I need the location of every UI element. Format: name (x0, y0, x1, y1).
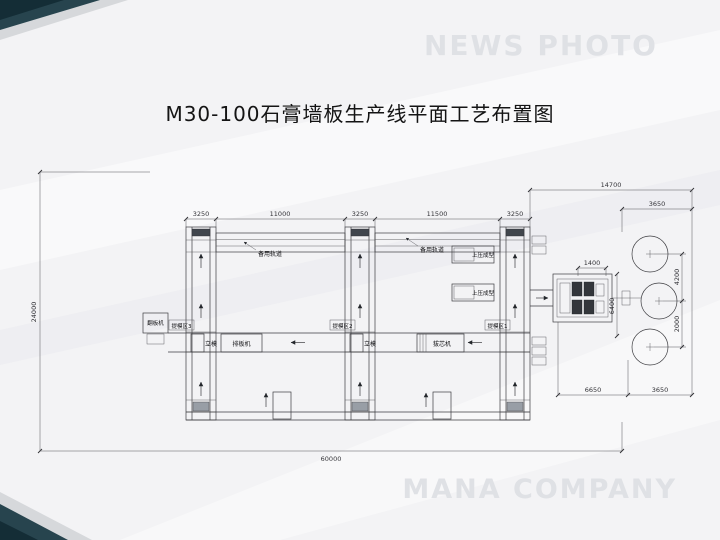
dim-6650: 6650 (585, 386, 602, 394)
press-forming-unit-1: 上压成型 (451, 245, 495, 264)
dim-11500: 11500 (427, 210, 448, 218)
corner-triangle-top-left-dark (0, 0, 64, 20)
dim-4200: 4200 (673, 269, 681, 286)
bottom-track (186, 411, 530, 421)
bottom-mold-box-2 (423, 391, 452, 420)
drawing-title: M30-100石膏墙板生产线平面工艺布置图 (165, 102, 555, 126)
dim-3250-2: 3250 (352, 210, 369, 218)
label-vertical-mold-2: 立模 (364, 340, 376, 348)
core-pulling-machine: 拔芯机 (416, 333, 465, 353)
silo-circle-2 (640, 282, 678, 320)
flip-plate-machine: 翻板机 (142, 312, 169, 345)
dim-2000: 2000 (673, 316, 681, 333)
bottom-mold-box-1 (263, 391, 292, 420)
label-spare-track-2: 备用轨道 (420, 246, 444, 254)
diagonal-band (0, 30, 720, 270)
dim-11000: 11000 (270, 210, 291, 218)
press-forming-unit-2: 上压成型 (451, 283, 495, 302)
lift-tower-3 (499, 226, 547, 421)
mold-lift-area-1: 提模区1 (484, 319, 511, 331)
dim-3650-bottom: 3650 (652, 386, 669, 394)
vertical-mold-2: 立模 (349, 333, 376, 353)
silo-circle-3 (631, 328, 669, 366)
label-mold-area-2: 提模区2 (333, 322, 353, 330)
silo-circle-1 (631, 235, 669, 273)
mold-lift-area-3: 提模区3 (168, 319, 195, 331)
dim-3250-3: 3250 (507, 210, 524, 218)
label-spare-track-1: 备用轨道 (258, 250, 282, 258)
watermark-mana-company: MANA COMPANY (402, 474, 677, 505)
label-press-forming-2: 上压成型 (472, 289, 495, 297)
dimension-annotations: 24000 60000 3250 11000 3250 11500 32 (30, 169, 695, 463)
dim-14700: 14700 (601, 181, 622, 189)
label-mold-area-3: 提模区3 (172, 322, 193, 330)
mold-lift-area-2: 提模区2 (329, 319, 356, 331)
plate-arranging-machine: 排板机 (220, 333, 263, 353)
dim-1400: 1400 (584, 259, 601, 267)
label-flip-machine: 翻板机 (147, 319, 164, 327)
label-plate-machine: 排板机 (232, 340, 250, 348)
dim-3650-top: 3650 (649, 200, 666, 208)
label-press-forming-1: 上压成型 (472, 251, 495, 259)
dim-60000: 60000 (321, 455, 342, 463)
label-core-machine: 拔芯机 (433, 340, 451, 348)
vertical-mold-1: 立模 (190, 333, 217, 353)
label-vertical-mold-1: 立模 (205, 340, 217, 348)
label-mold-area-1: 提模区1 (488, 322, 508, 330)
corner-triangle-bottom-left-dark (0, 521, 38, 540)
watermark-news-photo: NEWS PHOTO (423, 29, 658, 62)
middle-track (168, 332, 530, 353)
silo-group (631, 235, 678, 366)
spare-track-upper: 备用轨道 备用轨道 (215, 232, 501, 258)
forming-machine-unit (530, 273, 641, 323)
dim-3250-1: 3250 (193, 210, 210, 218)
dim-24000: 24000 (30, 302, 38, 323)
